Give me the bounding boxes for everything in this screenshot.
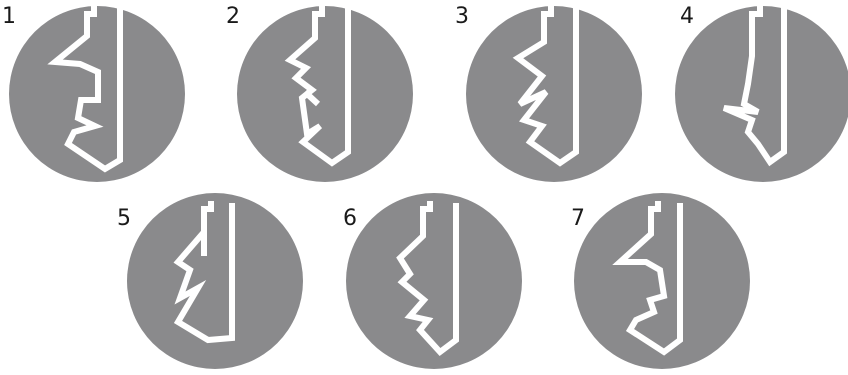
figure-4	[675, 6, 848, 182]
label-4: 4	[680, 4, 694, 29]
label-2: 2	[226, 4, 240, 29]
key-outline-5	[173, 201, 235, 344]
disc-3	[466, 6, 642, 182]
figure-6	[346, 193, 522, 369]
key-outline-2	[284, 6, 351, 167]
figure-3	[466, 6, 642, 182]
figure-2	[237, 6, 413, 182]
label-6: 6	[343, 206, 357, 231]
disc-4	[675, 6, 848, 182]
disc-5	[127, 193, 303, 369]
label-7: 7	[571, 206, 585, 231]
key-outline-7	[612, 201, 683, 356]
label-1: 1	[2, 4, 16, 29]
key-outline-3	[512, 6, 579, 167]
disc-6	[346, 193, 522, 369]
label-5: 5	[117, 206, 131, 231]
key-outline-1	[47, 6, 123, 173]
label-3: 3	[455, 4, 469, 29]
figure-7	[574, 193, 750, 369]
key-outline-6	[396, 201, 459, 357]
disc-2	[237, 6, 413, 182]
figure-5	[127, 193, 303, 369]
key-outline-4	[722, 6, 787, 167]
figure-1	[9, 6, 185, 182]
